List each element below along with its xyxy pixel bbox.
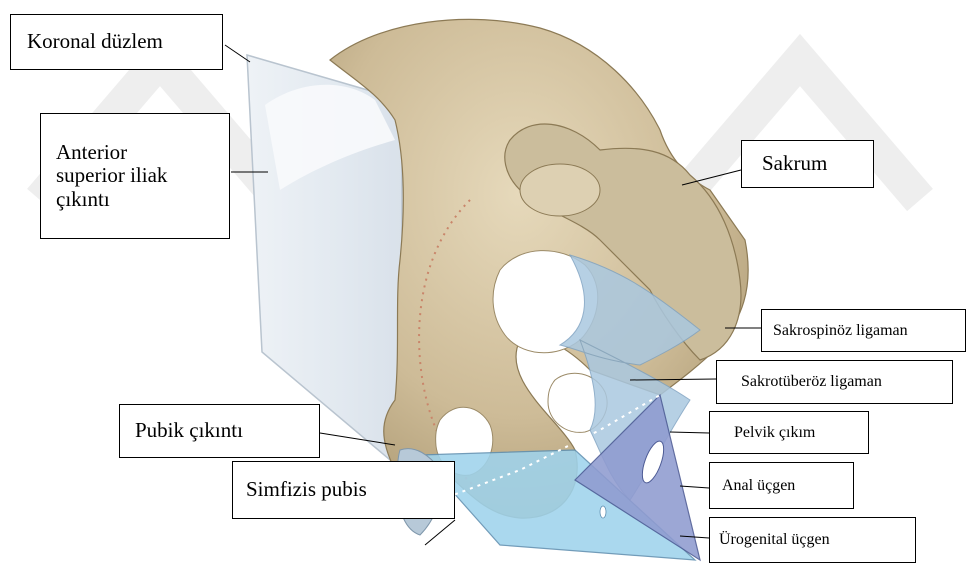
- sacral-promontory: [520, 164, 600, 216]
- label-simfizis-pubis: Simfizis pubis: [232, 461, 455, 519]
- label-pelvik-cikim: Pelvik çıkım: [709, 411, 869, 454]
- label-urogenital-ucgen: Ürogenital üçgen: [709, 517, 916, 563]
- label-sakrum: Sakrum: [741, 140, 874, 188]
- label-koronal-duzlem: Koronal düzlem: [10, 14, 223, 70]
- label-pubik-cikinti: Pubik çıkıntı: [119, 404, 320, 458]
- label-anal-ucgen: Anal üçgen: [709, 462, 854, 509]
- label-sakrospinoz-ligaman: Sakrospinöz ligaman: [761, 309, 966, 352]
- urogenital-opening: [600, 506, 606, 518]
- label-sakrotuberoz-ligaman: Sakrotüberöz ligaman: [716, 360, 953, 404]
- label-anterior-superior-iliak-cikinti: Anterior superior iliak çıkıntı: [40, 113, 230, 239]
